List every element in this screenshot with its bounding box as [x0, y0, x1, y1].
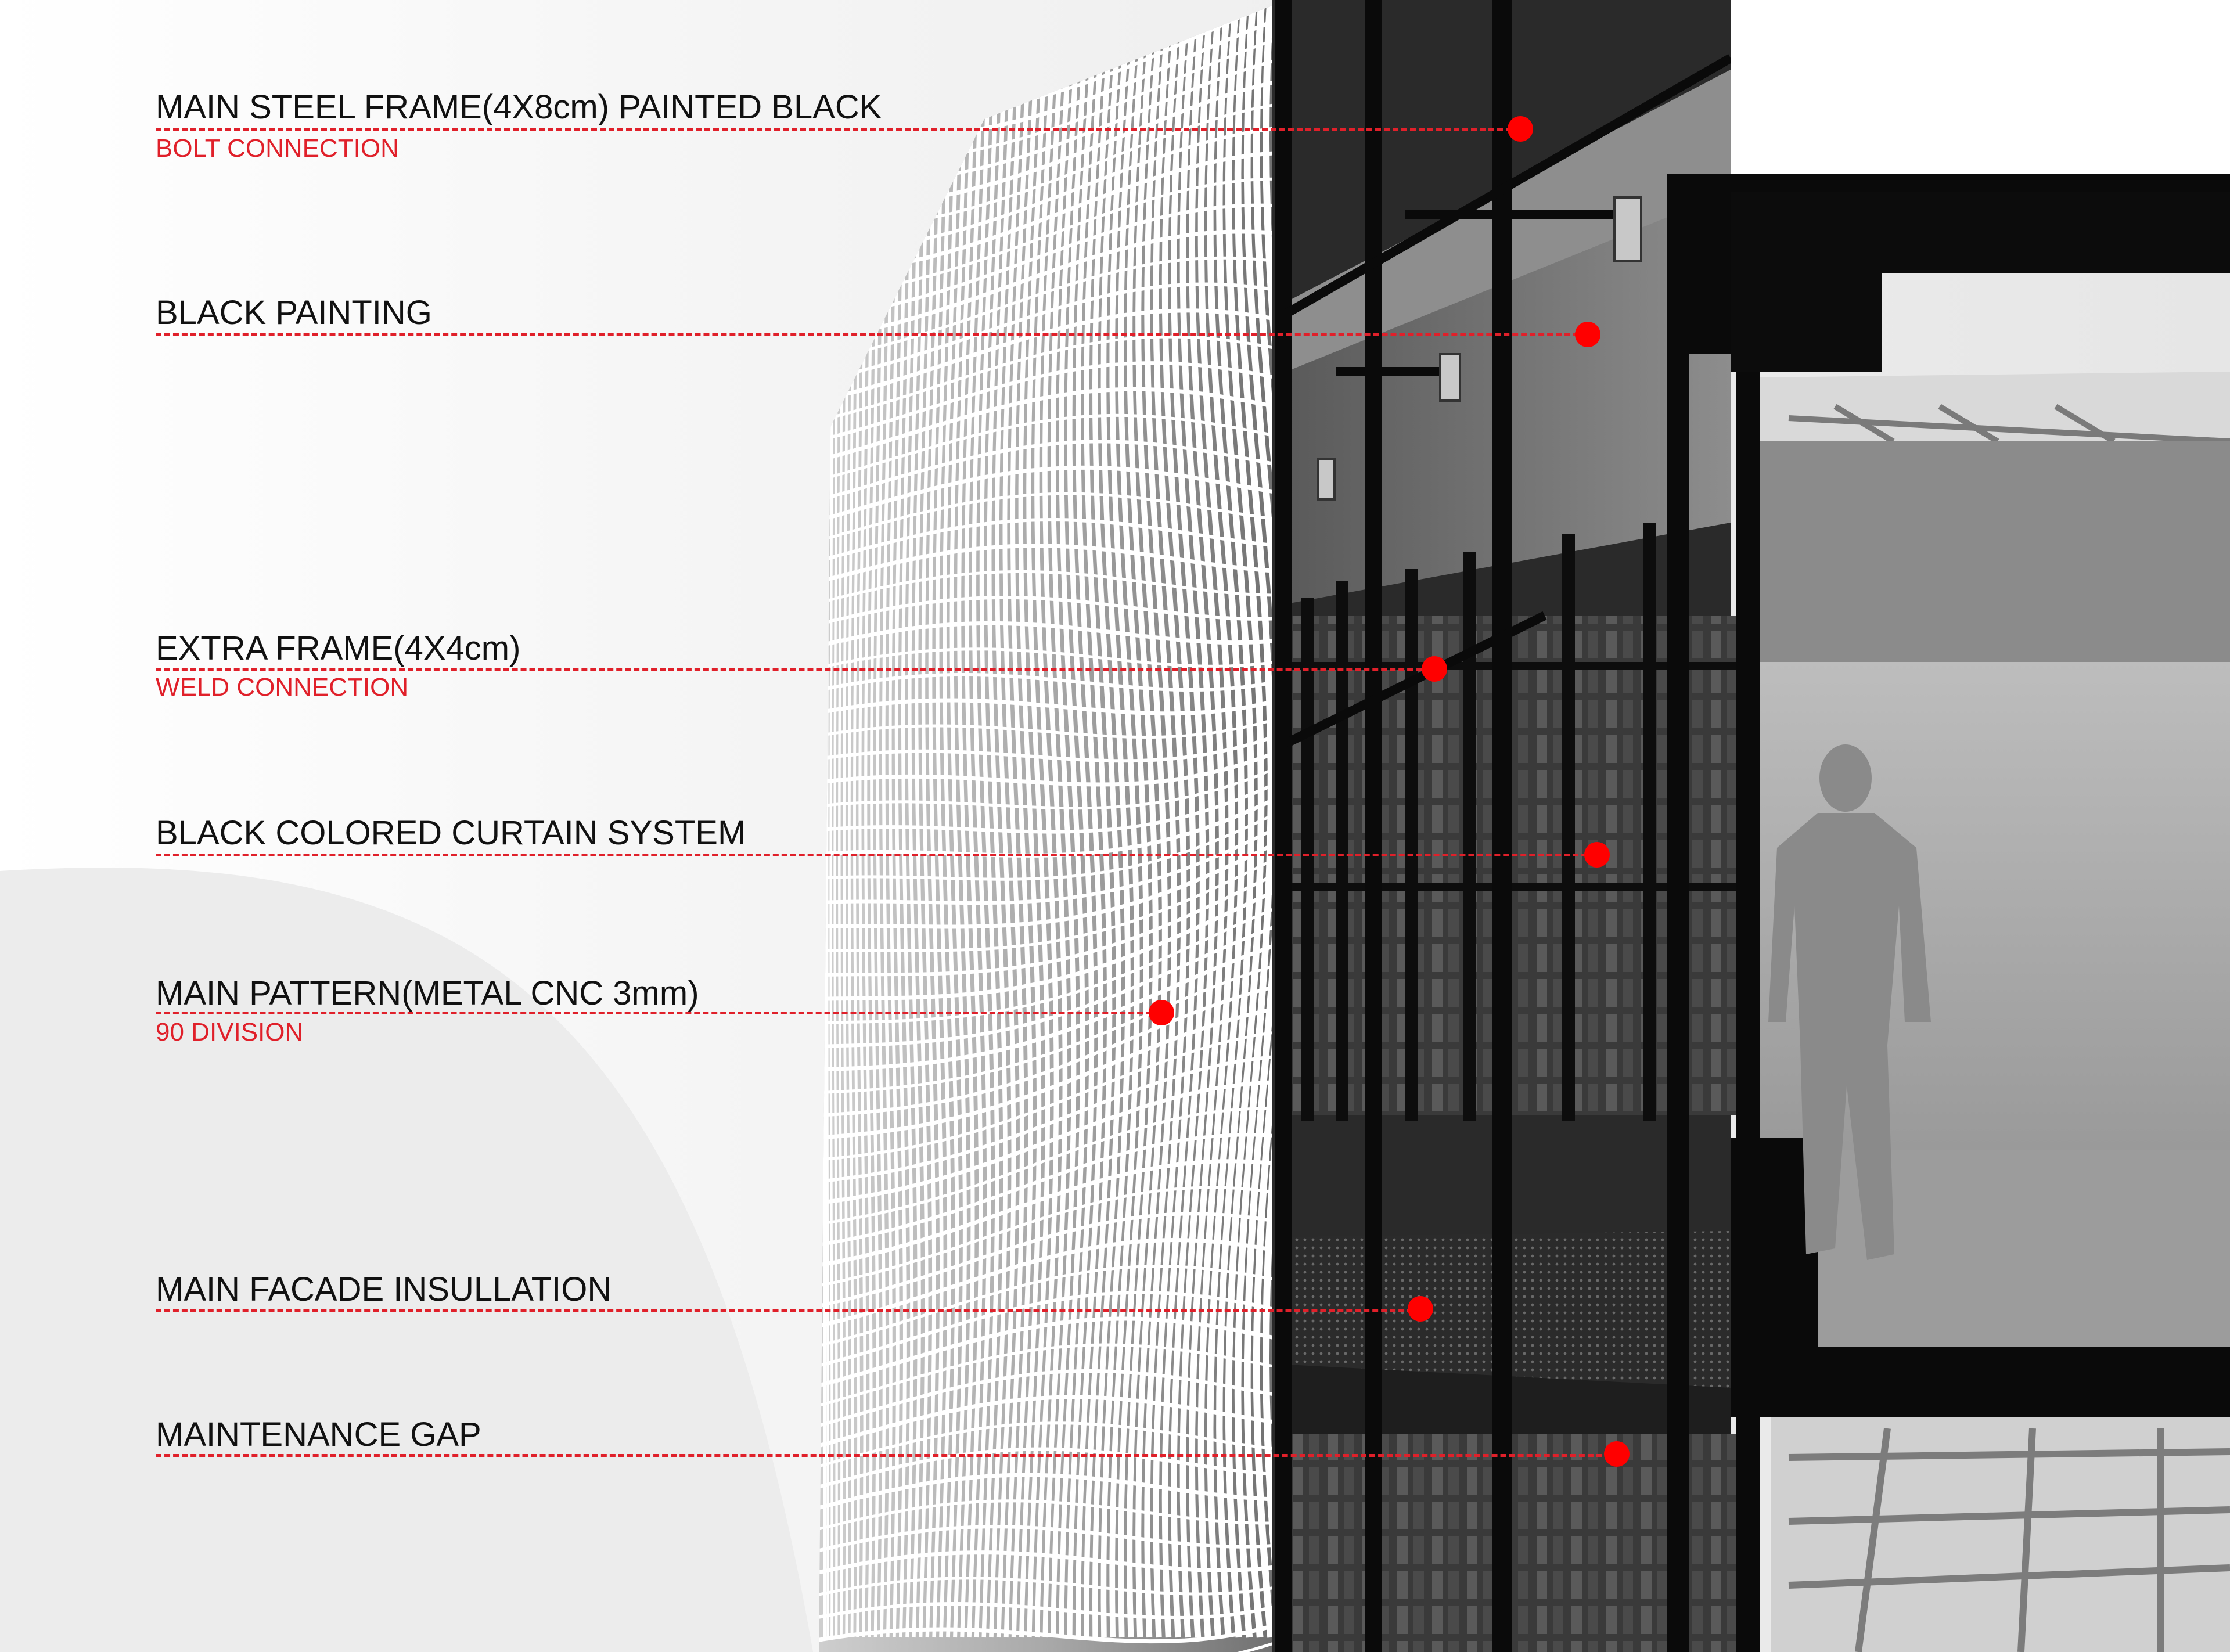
human-silhouette — [1768, 744, 1931, 1260]
floor-slab — [1760, 1138, 2230, 1417]
leader-line — [156, 128, 1520, 131]
leader-line — [156, 854, 1596, 856]
annotation-title: BLACK PAINTING — [156, 294, 432, 332]
ceiling-joists — [1788, 404, 2230, 444]
leader-line — [156, 1309, 1422, 1312]
leader-dot — [1575, 322, 1600, 347]
annotation-title: MAIN FACADE INSULLATION — [156, 1271, 612, 1308]
annotation-title: MAINTENANCE GAP — [156, 1416, 481, 1453]
leader-dot — [1584, 842, 1610, 868]
leader-dot — [1149, 1000, 1174, 1025]
leader-line — [156, 668, 1439, 671]
annotation-subtitle: BOLT CONNECTION — [156, 134, 399, 163]
steel-frame-verticals — [1275, 0, 1689, 1652]
bolt-plates — [1317, 196, 1642, 501]
leader-dot — [1408, 1296, 1433, 1322]
leader-line — [156, 1454, 1611, 1457]
annotation-subtitle: 90 DIVISION — [156, 1018, 304, 1046]
annotation-title: EXTRA FRAME(4X4cm) — [156, 629, 521, 667]
annotation-title: BLACK COLORED CURTAIN SYSTEM — [156, 814, 746, 852]
upper-beam — [1731, 192, 2230, 372]
frame-brackets — [1284, 54, 1733, 748]
slab-top — [1731, 0, 2230, 180]
leader-line — [156, 333, 1588, 336]
right-column — [1736, 372, 1760, 1652]
leader-line — [156, 1012, 1160, 1014]
leader-dot — [1604, 1441, 1630, 1467]
annotation-title: MAIN STEEL FRAME(4X8cm) PAINTED BLACK — [156, 88, 882, 126]
slab-top-black — [1667, 174, 2230, 354]
leader-dot — [1422, 656, 1447, 682]
lower-floor-joists — [1788, 1428, 2230, 1652]
leader-dot — [1508, 116, 1533, 142]
annotation-title: MAIN PATTERN(METAL CNC 3mm) — [156, 974, 699, 1012]
annotation-subtitle: WELD CONNECTION — [156, 673, 409, 701]
upper-room-wall — [1760, 441, 2230, 662]
